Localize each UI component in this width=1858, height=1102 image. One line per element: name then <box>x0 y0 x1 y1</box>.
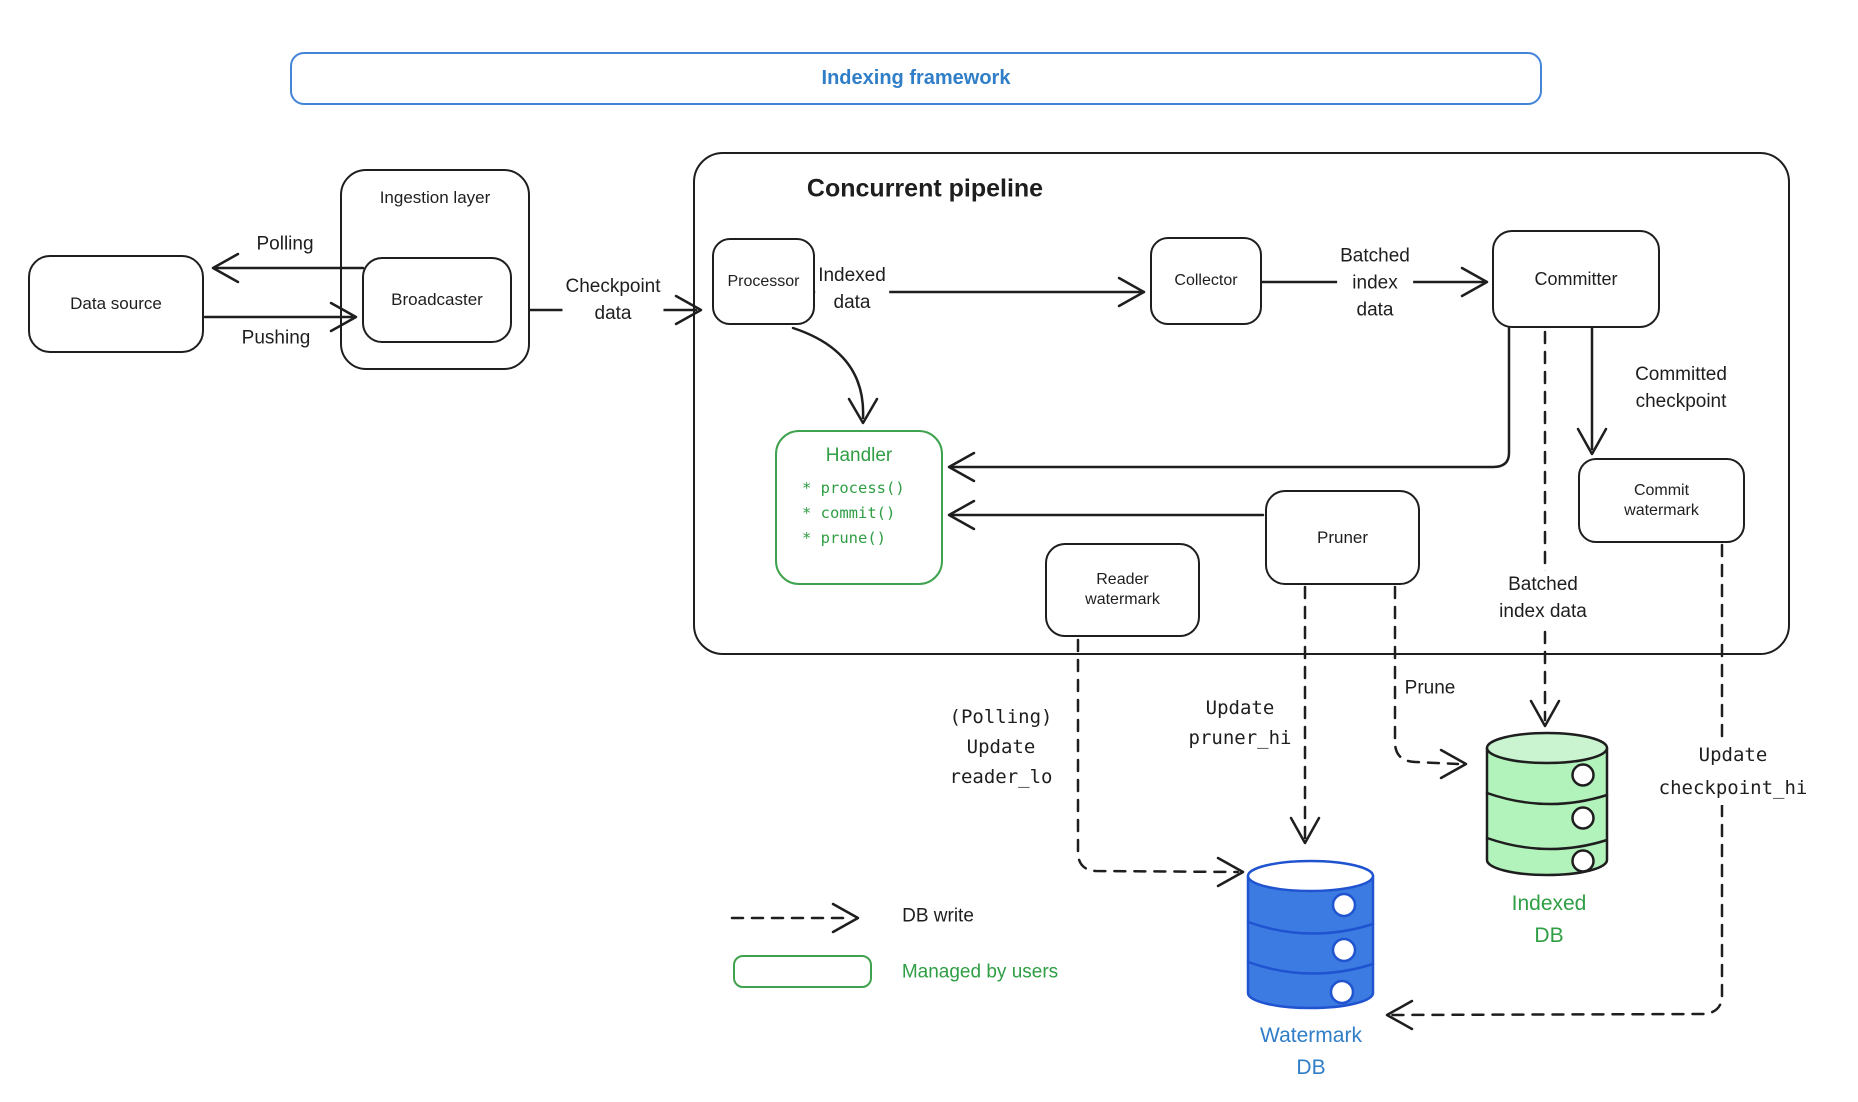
indexing-framework-banner: Indexing framework <box>290 52 1542 105</box>
polling-label: Polling <box>256 233 314 255</box>
committer-node: Committer <box>1492 230 1660 328</box>
data-source-node: Data source <box>28 255 204 353</box>
handler-methods: * process() * commit() * prune() <box>777 476 941 551</box>
processor-label: Processor <box>727 272 800 290</box>
handler-method-prune: * prune() <box>802 528 886 547</box>
collector-label: Collector <box>1174 272 1238 289</box>
legend-managed-by-users-label: Managed by users <box>901 961 1059 983</box>
processor-node: Processor <box>712 238 815 325</box>
broadcaster-node: Broadcaster <box>362 257 512 343</box>
data-source-label: Data source <box>70 294 162 314</box>
legend-user-managed-swatch <box>733 955 872 988</box>
ingestion-layer-label: Ingestion layer <box>379 188 491 207</box>
handler-method-commit: * commit() <box>802 503 896 522</box>
indexing-framework-label: Indexing framework <box>821 67 1011 89</box>
handler-node: Handler * process() * commit() * prune() <box>775 430 943 585</box>
broadcaster-label: Broadcaster <box>391 290 483 310</box>
prune-label: Prune <box>1404 677 1456 699</box>
legend-db-write-label: DB write <box>902 905 974 927</box>
pushing-label: Pushing <box>241 327 311 349</box>
committer-label: Committer <box>1534 268 1618 289</box>
handler-title: Handler <box>825 445 893 466</box>
pruner-label: Pruner <box>1316 527 1369 547</box>
pipeline-title: Concurrent pipeline <box>806 174 1044 203</box>
handler-method-process: * process() <box>802 478 905 497</box>
